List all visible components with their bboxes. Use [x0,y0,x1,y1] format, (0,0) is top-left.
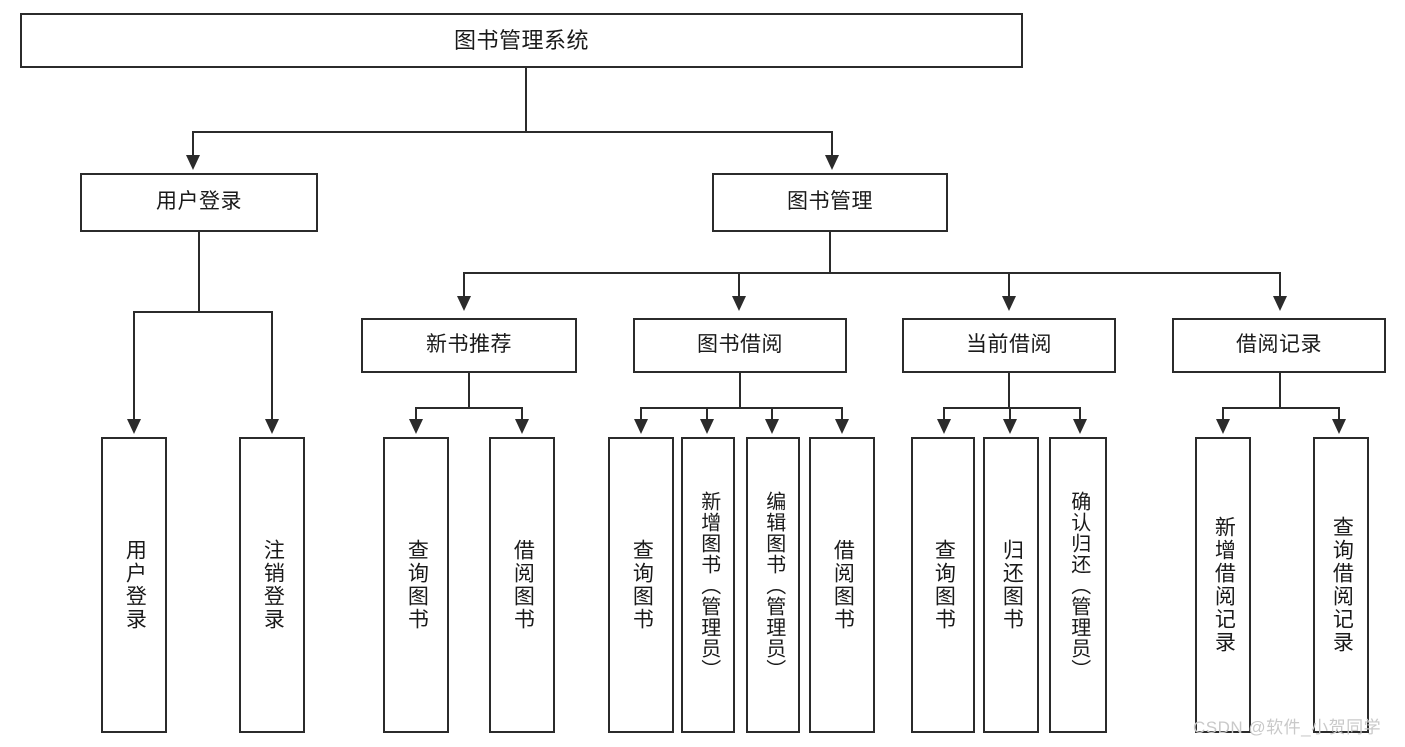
edge-user-login-leaf1 [133,311,135,421]
node-user-login[interactable]: 用户登录 [80,173,318,232]
edge-cb-leaf1 [943,407,945,421]
edge-borrow-record-stem [1279,373,1281,408]
leaf-confirm-return[interactable]: 确认归还（管理员） [1049,437,1107,733]
edge-br-leaf1 [1222,407,1224,421]
arrow-to-user-login [186,155,200,170]
leaf-return-book[interactable]: 归还图书 [983,437,1039,733]
node-new-book-recommend[interactable]: 新书推荐 [361,318,577,373]
arrow-leaf-add-record [1216,419,1230,434]
leaf-logout[interactable]: 注销登录 [239,437,305,733]
leaf-add-record-label: 新增借阅记录 [1212,516,1236,654]
arrow-leaf-user-login [127,419,141,434]
arrow-leaf-confirm-return [1073,419,1087,434]
arrow-to-book-manage [825,155,839,170]
leaf-return-book-label: 归还图书 [1000,539,1024,631]
leaf-confirm-return-label: 确认归还（管理员） [1067,490,1090,680]
arrow-leaf-edit-book [765,419,779,434]
leaf-query-record[interactable]: 查询借阅记录 [1313,437,1369,733]
leaf-query-book-2-label: 查询图书 [630,539,654,631]
leaf-borrow-book-2[interactable]: 借阅图书 [809,437,875,733]
edge-new-book-recommend-stem [468,373,470,408]
edge-book-borrow-stem [739,373,741,408]
leaf-add-record[interactable]: 新增借阅记录 [1195,437,1251,733]
edge-root-stem [525,68,527,131]
edge-bb-leaf2 [706,407,708,421]
arrow-leaf-query-record [1332,419,1346,434]
leaf-query-book-1[interactable]: 查询图书 [383,437,449,733]
edge-nbr-leaf2 [521,407,523,421]
edge-cb-leaf3 [1079,407,1081,421]
edge-nbr-leaf1 [415,407,417,421]
leaf-add-book[interactable]: 新增图书（管理员） [681,437,735,733]
edge-root-to-user-login [192,131,194,158]
edge-user-login-bus [133,311,273,313]
arrow-leaf-logout [265,419,279,434]
edge-br-leaf2 [1338,407,1340,421]
node-new-book-recommend-label: 新书推荐 [426,333,512,357]
node-root[interactable]: 图书管理系统 [20,13,1023,68]
node-borrow-record[interactable]: 借阅记录 [1172,318,1386,373]
leaf-borrow-book-2-label: 借阅图书 [831,539,855,631]
edge-book-borrow-bus [640,407,843,409]
node-book-borrow-label: 图书借阅 [697,333,783,357]
node-current-borrow-label: 当前借阅 [966,333,1052,357]
arrow-leaf-query-book-1 [409,419,423,434]
arrow-leaf-query-book-3 [937,419,951,434]
arrow-to-current-borrow [1002,296,1016,311]
edge-to-new-book-recommend [463,272,465,299]
leaf-edit-book-label: 编辑图书（管理员） [762,490,785,680]
arrow-to-new-book-recommend [457,296,471,311]
leaf-query-record-label: 查询借阅记录 [1330,516,1354,654]
edge-root-to-book-manage [831,131,833,158]
edge-current-borrow-stem [1008,373,1010,408]
edge-cb-leaf2 [1009,407,1011,421]
leaf-query-book-2[interactable]: 查询图书 [608,437,674,733]
arrow-leaf-query-book-2 [634,419,648,434]
leaf-borrow-book-1[interactable]: 借阅图书 [489,437,555,733]
leaf-logout-label: 注销登录 [261,539,285,631]
edge-root-bus [192,131,833,133]
edge-bb-leaf4 [841,407,843,421]
arrow-leaf-return-book [1003,419,1017,434]
edge-book-manage-stem [829,232,831,273]
edge-new-book-recommend-bus [415,407,523,409]
edge-to-borrow-record [1279,272,1281,299]
edge-bb-leaf1 [640,407,642,421]
arrow-to-book-borrow [732,296,746,311]
leaf-borrow-book-1-label: 借阅图书 [511,539,535,631]
node-root-label: 图书管理系统 [453,27,589,53]
arrow-leaf-borrow-book-1 [515,419,529,434]
node-borrow-record-label: 借阅记录 [1236,333,1322,357]
leaf-user-login-label: 用户登录 [123,539,147,631]
edge-book-manage-bus [463,272,1281,274]
edge-to-book-borrow [738,272,740,299]
arrow-leaf-borrow-book-2 [835,419,849,434]
arrow-leaf-add-book [700,419,714,434]
node-book-manage-label: 图书管理 [787,190,873,214]
csdn-watermark: CSDN @软件_小贺同学 [1193,718,1382,737]
edge-user-login-stem [198,232,200,312]
edge-to-current-borrow [1008,272,1010,299]
leaf-query-book-1-label: 查询图书 [405,539,429,631]
leaf-user-login[interactable]: 用户登录 [101,437,167,733]
edge-current-borrow-bus [943,407,1081,409]
edge-bb-leaf3 [771,407,773,421]
leaf-query-book-3-label: 查询图书 [932,539,956,631]
node-book-borrow[interactable]: 图书借阅 [633,318,847,373]
leaf-add-book-label: 新增图书（管理员） [697,490,720,680]
leaf-query-book-3[interactable]: 查询图书 [911,437,975,733]
edge-borrow-record-bus [1222,407,1340,409]
node-user-login-label: 用户登录 [156,190,242,214]
edge-user-login-leaf2 [271,311,273,421]
node-book-manage[interactable]: 图书管理 [712,173,948,232]
leaf-edit-book[interactable]: 编辑图书（管理员） [746,437,800,733]
node-current-borrow[interactable]: 当前借阅 [902,318,1116,373]
arrow-to-borrow-record [1273,296,1287,311]
